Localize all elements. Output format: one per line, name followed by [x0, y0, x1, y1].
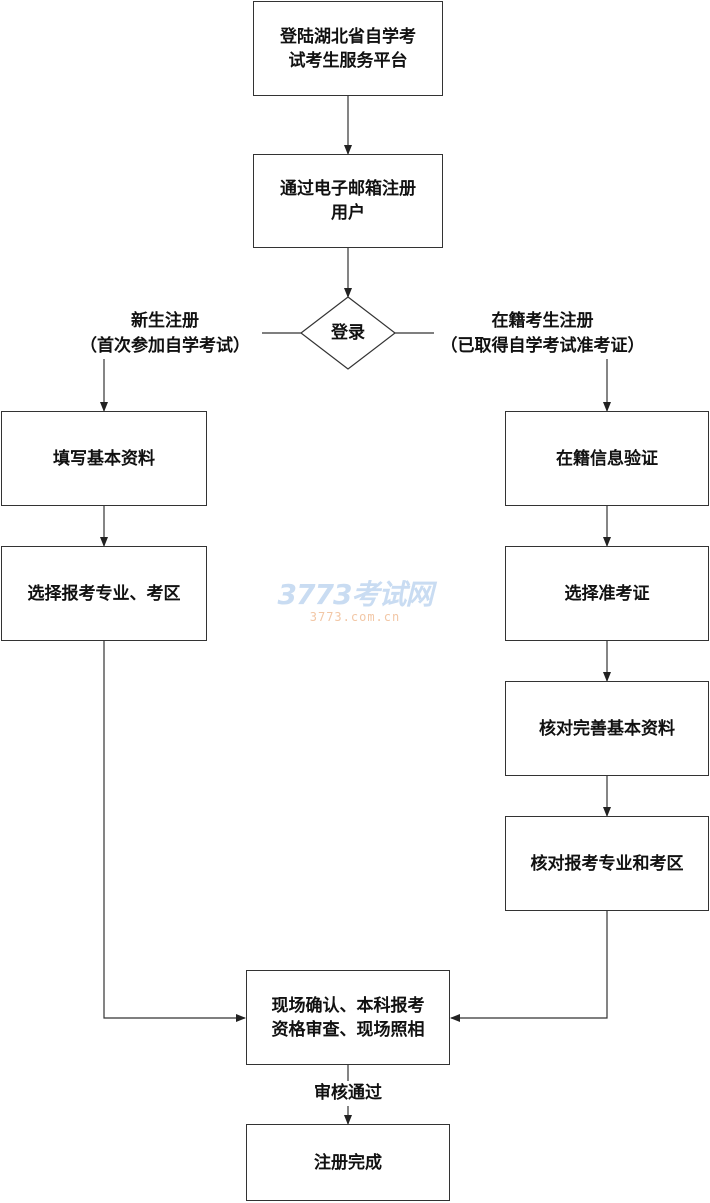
arrow-right-branch-to-confirm — [450, 911, 608, 1022]
step-fill-basic-info: 填写基本资料 — [1, 411, 207, 506]
step-select-admission-ticket: 选择准考证 — [505, 546, 709, 641]
step-registration-complete: 注册完成 — [246, 1124, 450, 1201]
review-pass-label: 审核通过 — [290, 1081, 406, 1106]
arrow-left-branch-to-confirm — [103, 641, 246, 1022]
new-student-branch-label: 新生注册 （首次参加自学考试） — [80, 311, 250, 356]
watermark-main-text: 3773考试网 — [277, 578, 434, 611]
existing-student-branch-label: 在籍考生注册 （已取得自学考试准考证） — [440, 311, 645, 356]
login-decision-label: 登录 — [331, 323, 365, 343]
watermark-logo: 3773考试网 3773.com.cn — [250, 578, 460, 625]
step-login-platform: 登陆湖北省自学考 试考生服务平台 — [253, 1, 443, 96]
step-onsite-confirmation: 现场确认、本科报考 资格审查、现场照相 — [246, 970, 450, 1065]
login-decision-diamond — [300, 296, 396, 370]
step-check-basic-info: 核对完善基本资料 — [505, 681, 709, 776]
step-email-register: 通过电子邮箱注册 用户 — [253, 154, 443, 248]
step-verify-enrollment: 在籍信息验证 — [505, 411, 709, 506]
step-select-major-area: 选择报考专业、考区 — [1, 546, 207, 641]
watermark-url-text: 3773.com.cn — [309, 610, 401, 624]
step-check-major-area: 核对报考专业和考区 — [505, 816, 709, 911]
